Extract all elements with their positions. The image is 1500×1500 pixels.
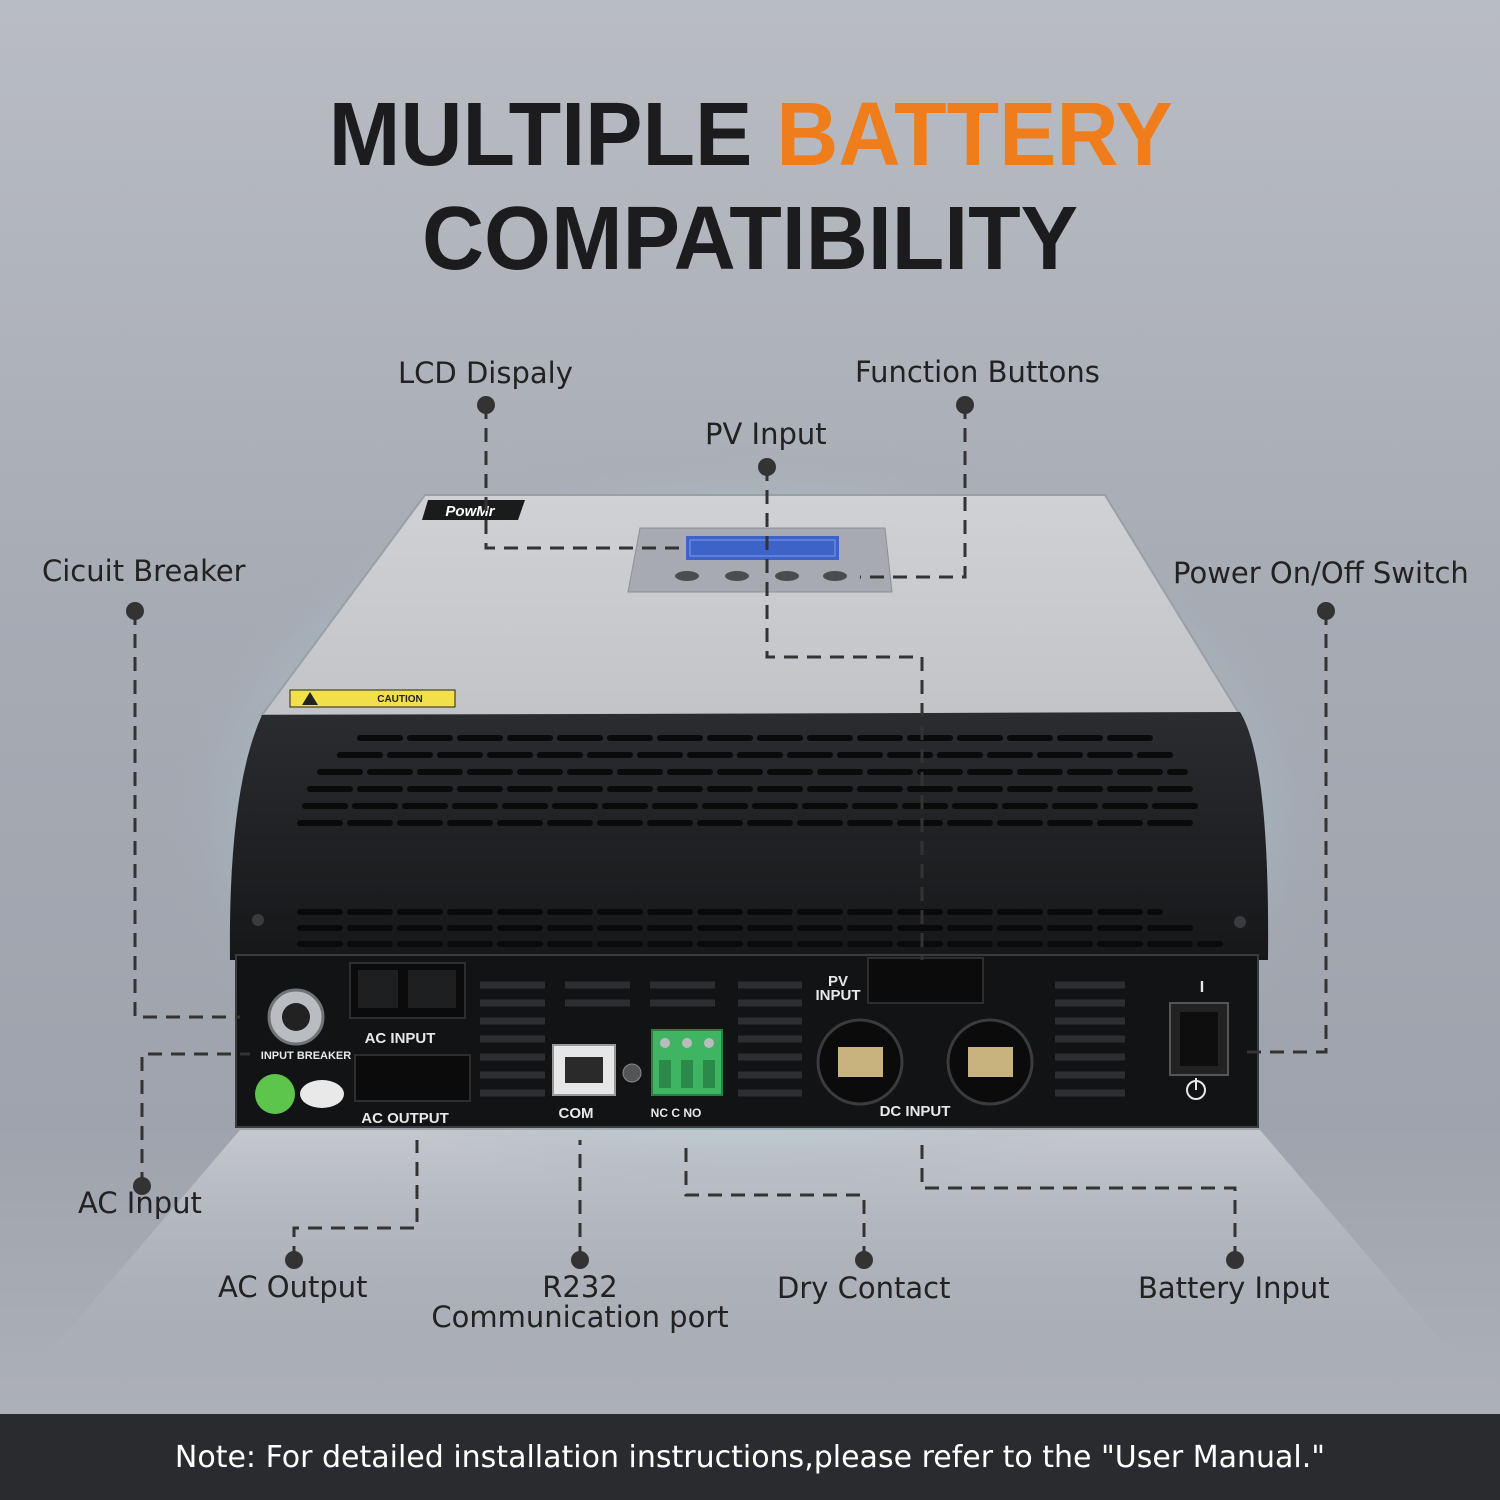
callout-ac-input: AC Input xyxy=(78,1186,202,1220)
function-button-1 xyxy=(675,571,699,581)
callout-pv-input: PV Input xyxy=(705,417,827,451)
headline-part1: MULTIPLE xyxy=(328,84,753,185)
callout-r232-line2: Communication port xyxy=(431,1300,729,1334)
footer-note: Note: For detailed installation instruct… xyxy=(0,1414,1500,1500)
hipot-sticker xyxy=(255,1074,295,1114)
caution-sticker xyxy=(289,689,456,708)
function-button-2 xyxy=(725,571,749,581)
headline: MULTIPLE BATTERY COMPATIBILITY xyxy=(0,83,1500,291)
callout-r232: R232 Communication port xyxy=(430,1270,730,1334)
ac-output-label: AC OUTPUT xyxy=(361,1110,449,1127)
callout-lcd: LCD Dispaly xyxy=(398,356,573,390)
battery-input-dot xyxy=(1226,1251,1244,1269)
ac-input-dot xyxy=(133,1177,151,1195)
input-breaker-label: INPUT BREAKER xyxy=(261,1050,352,1062)
pv-input-label-2: INPUT xyxy=(816,987,861,1004)
callout-circuit-breaker: Cicuit Breaker xyxy=(42,554,246,588)
circuit-breaker-dot xyxy=(126,602,144,620)
floor-light xyxy=(0,1130,1500,1410)
power-switch-dot xyxy=(1317,602,1335,620)
brand-text: PowMr xyxy=(445,503,495,520)
callout-battery-input: Battery Input xyxy=(1138,1271,1330,1305)
dry-contact-label: NC C NO xyxy=(651,1106,702,1120)
ac-input-label: AC INPUT xyxy=(365,1030,436,1047)
caution-text: CAUTION xyxy=(377,694,423,705)
headline-accent: BATTERY xyxy=(776,84,1172,185)
qc-sticker xyxy=(300,1080,344,1108)
headline-part3: COMPATIBILITY xyxy=(421,188,1079,289)
ac-output-dot xyxy=(285,1251,303,1269)
pv-input-label-1: PV xyxy=(828,973,848,990)
callout-r232-line1: R232 xyxy=(542,1270,618,1304)
lcd-dot xyxy=(477,396,495,414)
pv-input-dot xyxy=(758,458,776,476)
footer-note-text: Note: For detailed installation instruct… xyxy=(174,1439,1326,1475)
pv-input-terminal xyxy=(867,957,984,1004)
switch-on-label: I xyxy=(1200,979,1204,996)
vent-slots xyxy=(297,735,1223,947)
dry-contact-dot xyxy=(855,1251,873,1269)
callout-dry-contact: Dry Contact xyxy=(777,1271,951,1305)
r232-dot xyxy=(571,1251,589,1269)
front-vents xyxy=(480,981,1125,1097)
brand-badge xyxy=(422,500,525,520)
ac-output-terminal xyxy=(354,1054,471,1102)
function-button-3 xyxy=(775,571,799,581)
callout-ac-output: AC Output xyxy=(218,1270,368,1304)
function-buttons-dot xyxy=(956,396,974,414)
callout-function-buttons: Function Buttons xyxy=(855,355,1100,389)
com-label: COM xyxy=(559,1105,594,1122)
callout-power-switch: Power On/Off Switch xyxy=(1173,556,1469,590)
function-button-4 xyxy=(823,571,847,581)
dc-input-label: DC INPUT xyxy=(880,1103,951,1120)
